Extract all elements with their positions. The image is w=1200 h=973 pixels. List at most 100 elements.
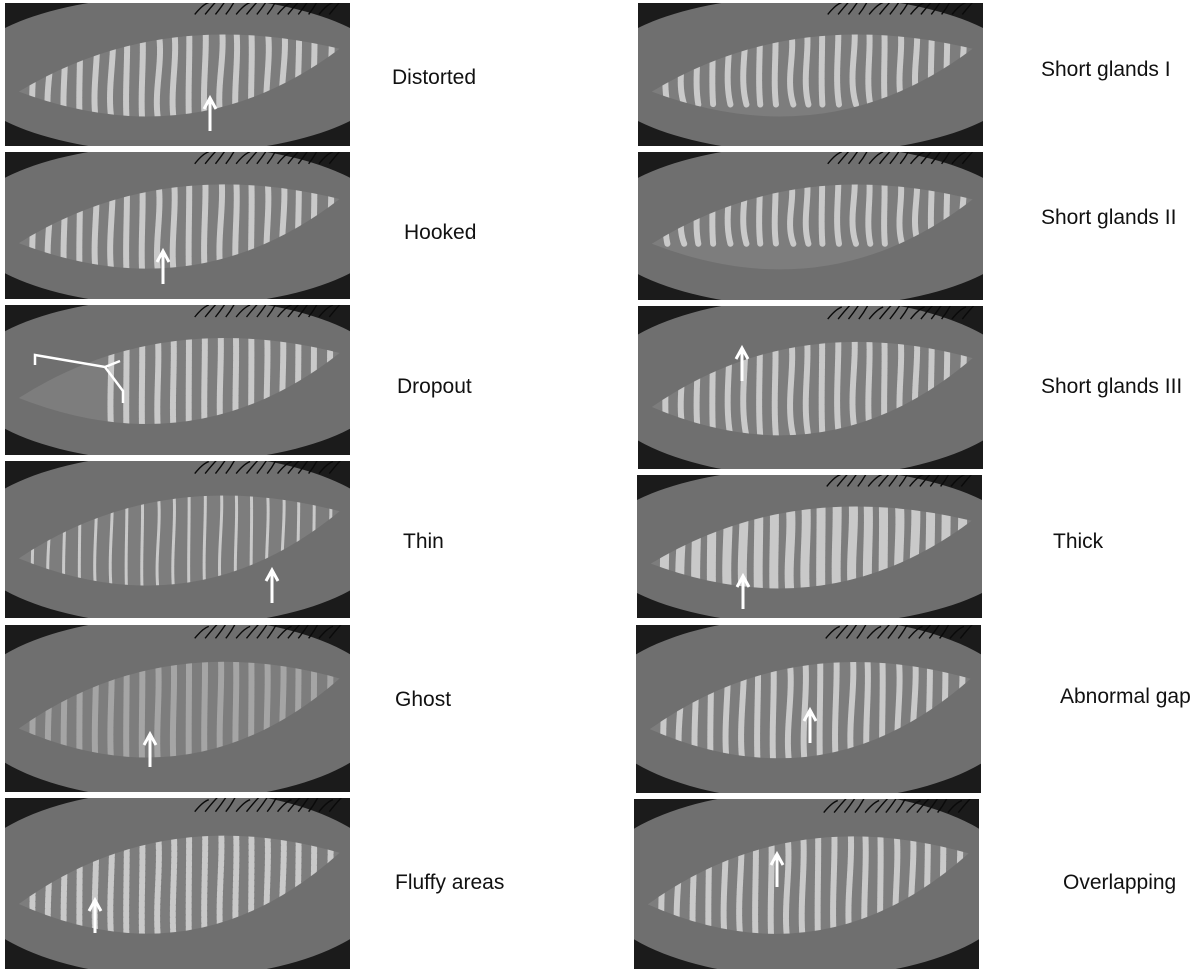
gland (232, 835, 240, 934)
eyelash (287, 798, 301, 813)
eyelash (277, 305, 292, 318)
eyelash (266, 625, 277, 639)
gland (107, 34, 118, 117)
eyelash (847, 152, 859, 165)
eyelash (308, 3, 318, 15)
gland (756, 34, 764, 108)
eyelash (245, 3, 258, 15)
gland (279, 338, 287, 425)
eyelash (916, 799, 930, 814)
eyelash (957, 799, 971, 814)
eyelash (256, 461, 267, 474)
gland (787, 341, 797, 436)
eyelash (204, 625, 218, 639)
eyelash (194, 461, 210, 474)
gland (907, 836, 918, 934)
eyelash (868, 152, 884, 165)
eyelash (920, 152, 932, 165)
tarsal-plate (651, 34, 973, 117)
gland (740, 34, 750, 108)
gland (818, 34, 826, 108)
eyelash (951, 152, 967, 165)
eyelash (889, 3, 900, 15)
label-dropout: Dropout (397, 375, 472, 398)
gland (248, 184, 255, 269)
panel-ghost (5, 625, 350, 792)
eyelash (909, 475, 924, 487)
gland (91, 184, 101, 269)
gland (706, 506, 717, 589)
gland (879, 661, 887, 759)
gland (294, 338, 302, 425)
eyelash (308, 305, 318, 318)
eyelash (235, 3, 251, 15)
eyelash (318, 799, 334, 813)
eyelash (845, 625, 858, 639)
arrow-head (264, 566, 280, 582)
gland (294, 661, 302, 758)
gland (847, 661, 858, 759)
eyelash (847, 306, 859, 320)
eyelash (897, 625, 908, 639)
panel-fluffy-areas (5, 798, 350, 969)
eyelash (277, 152, 292, 165)
gland (201, 184, 210, 269)
gland (832, 661, 841, 759)
gland (925, 506, 936, 589)
gland (232, 184, 241, 269)
eyelash (287, 305, 300, 318)
eyelash (918, 625, 932, 639)
gland (248, 34, 256, 117)
eyelash (950, 475, 966, 487)
eyelash (287, 625, 301, 639)
eyelash (941, 306, 952, 320)
gland (722, 661, 733, 759)
gland (881, 184, 888, 247)
eyelash (836, 475, 848, 487)
eyelash (937, 799, 948, 814)
gland (754, 661, 762, 759)
gland (216, 661, 225, 758)
gland (232, 661, 240, 758)
gland (123, 34, 131, 117)
gland (787, 184, 797, 247)
panel-hooked (5, 152, 350, 299)
label-short-glands-2: Short glands II (1041, 206, 1177, 229)
eyelash (920, 3, 932, 15)
eyelash (854, 799, 865, 814)
gland-group (662, 184, 969, 247)
eyelash (297, 461, 309, 474)
eyelash (318, 625, 334, 639)
eyelash (204, 152, 217, 165)
eyelash (214, 3, 225, 15)
eyelash (926, 799, 939, 814)
eyelash (308, 798, 319, 813)
eyelash (297, 3, 308, 15)
panel-dropout (5, 305, 350, 455)
eyelash (328, 3, 340, 15)
eyelash (940, 475, 950, 487)
eyelash (868, 306, 884, 320)
eyelash (328, 625, 342, 639)
eyelash (235, 461, 251, 474)
gland (707, 661, 715, 759)
label-thin: Thin (403, 530, 444, 553)
eyelash (951, 306, 967, 320)
gland (865, 184, 874, 247)
eyelash (277, 625, 292, 639)
label-ghost: Ghost (395, 688, 452, 711)
eyelash (256, 152, 267, 165)
meibography-image-fluffy-areas (5, 798, 350, 969)
eyelash (318, 461, 334, 474)
eyelash (297, 152, 308, 165)
gland (107, 338, 116, 425)
gland (108, 495, 115, 586)
gland (737, 506, 750, 589)
eyelash (837, 306, 851, 320)
eyelash (920, 306, 934, 320)
eyelash (204, 305, 217, 318)
label-thick: Thick (1053, 530, 1104, 553)
gland (248, 835, 255, 934)
panel-short-glands-3 (638, 306, 983, 469)
gland (124, 495, 129, 586)
